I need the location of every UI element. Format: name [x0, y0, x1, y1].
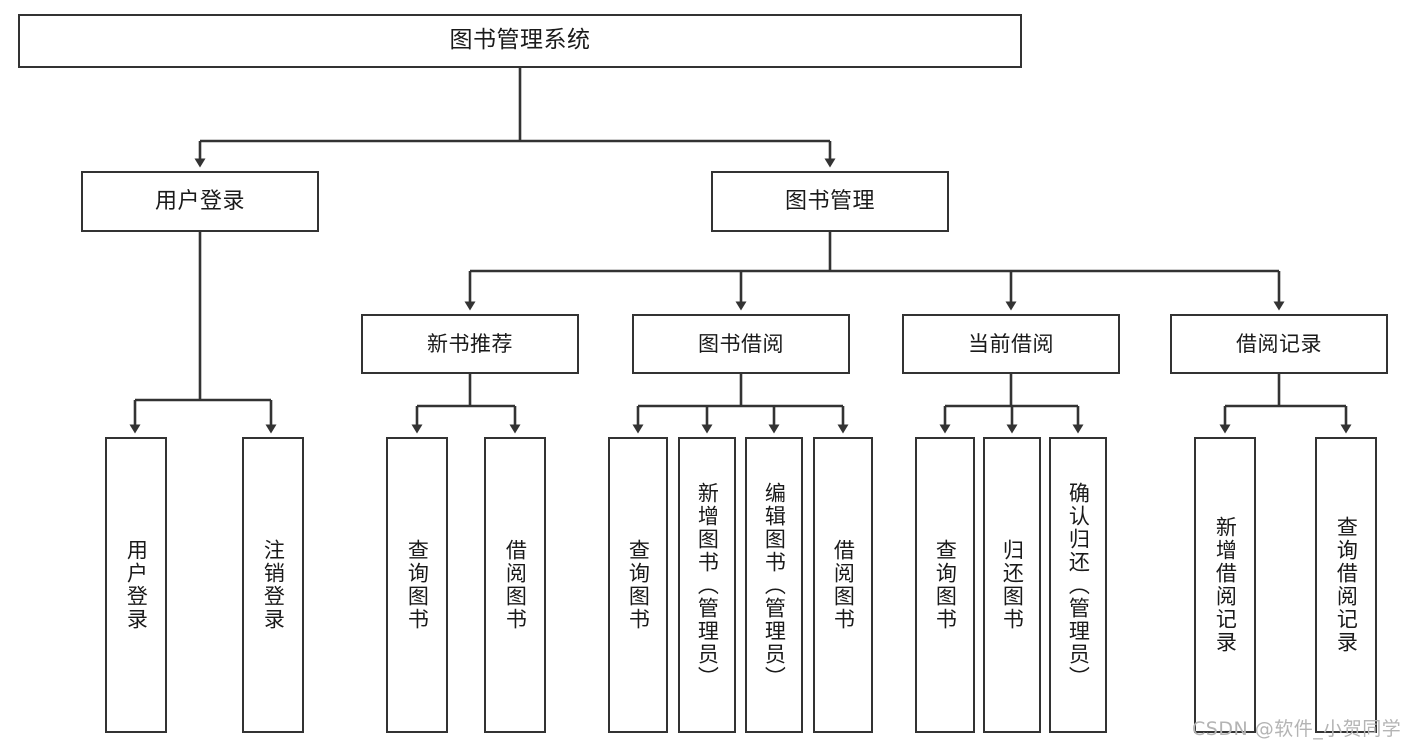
leaf-return-book-label: 归还图书 — [1000, 539, 1025, 631]
node-user-login-label: 用户登录 — [154, 188, 245, 214]
node-user-login[interactable]: 用户登录 — [81, 171, 319, 232]
node-current-borrow-label: 当前借阅 — [968, 331, 1054, 356]
node-borrow-record-label: 借阅记录 — [1236, 331, 1322, 356]
leaf-query-book-3-label: 查询图书 — [933, 539, 958, 631]
leaf-add-borrow-record[interactable]: 新增借阅记录 — [1194, 437, 1256, 733]
leaf-user-login[interactable]: 用户登录 — [105, 437, 167, 733]
leaf-query-borrow-record-label: 查询借阅记录 — [1334, 516, 1359, 654]
node-current-borrow[interactable]: 当前借阅 — [902, 314, 1120, 374]
leaf-user-login-label: 用户登录 — [124, 539, 149, 631]
node-book-management[interactable]: 图书管理 — [711, 171, 949, 232]
node-root[interactable]: 图书管理系统 — [18, 14, 1022, 68]
leaf-borrow-book-1-label: 借阅图书 — [503, 539, 528, 631]
node-borrow-record[interactable]: 借阅记录 — [1170, 314, 1388, 374]
node-root-label: 图书管理系统 — [449, 27, 591, 54]
leaf-query-book-1-label: 查询图书 — [405, 539, 430, 631]
watermark: CSDN @软件_小贺同学 — [1192, 718, 1402, 740]
leaf-logout-login-label: 注销登录 — [261, 539, 286, 631]
leaf-confirm-return-admin[interactable]: 确认归还（管理员） — [1049, 437, 1107, 733]
leaf-add-book-admin[interactable]: 新增图书（管理员） — [678, 437, 736, 733]
leaf-edit-book-admin-label: 编辑图书（管理员） — [762, 481, 787, 689]
leaf-logout-login[interactable]: 注销登录 — [242, 437, 304, 733]
leaf-return-book[interactable]: 归还图书 — [983, 437, 1041, 733]
node-new-book-recommend-label: 新书推荐 — [427, 331, 513, 356]
leaf-query-book-3[interactable]: 查询图书 — [915, 437, 975, 733]
node-book-management-label: 图书管理 — [784, 188, 875, 214]
leaf-add-borrow-record-label: 新增借阅记录 — [1213, 516, 1238, 654]
leaf-edit-book-admin[interactable]: 编辑图书（管理员） — [745, 437, 803, 733]
node-new-book-recommend[interactable]: 新书推荐 — [361, 314, 579, 374]
leaf-borrow-book-2-label: 借阅图书 — [831, 539, 856, 631]
leaf-query-book-2[interactable]: 查询图书 — [608, 437, 668, 733]
leaf-borrow-book-1[interactable]: 借阅图书 — [484, 437, 546, 733]
leaf-confirm-return-admin-label: 确认归还（管理员） — [1066, 481, 1091, 689]
leaf-borrow-book-2[interactable]: 借阅图书 — [813, 437, 873, 733]
leaf-query-book-1[interactable]: 查询图书 — [386, 437, 448, 733]
leaf-query-borrow-record[interactable]: 查询借阅记录 — [1315, 437, 1377, 733]
leaf-query-book-2-label: 查询图书 — [626, 539, 651, 631]
leaf-add-book-admin-label: 新增图书（管理员） — [695, 481, 720, 689]
node-book-borrow[interactable]: 图书借阅 — [632, 314, 850, 374]
node-book-borrow-label: 图书借阅 — [698, 331, 784, 356]
